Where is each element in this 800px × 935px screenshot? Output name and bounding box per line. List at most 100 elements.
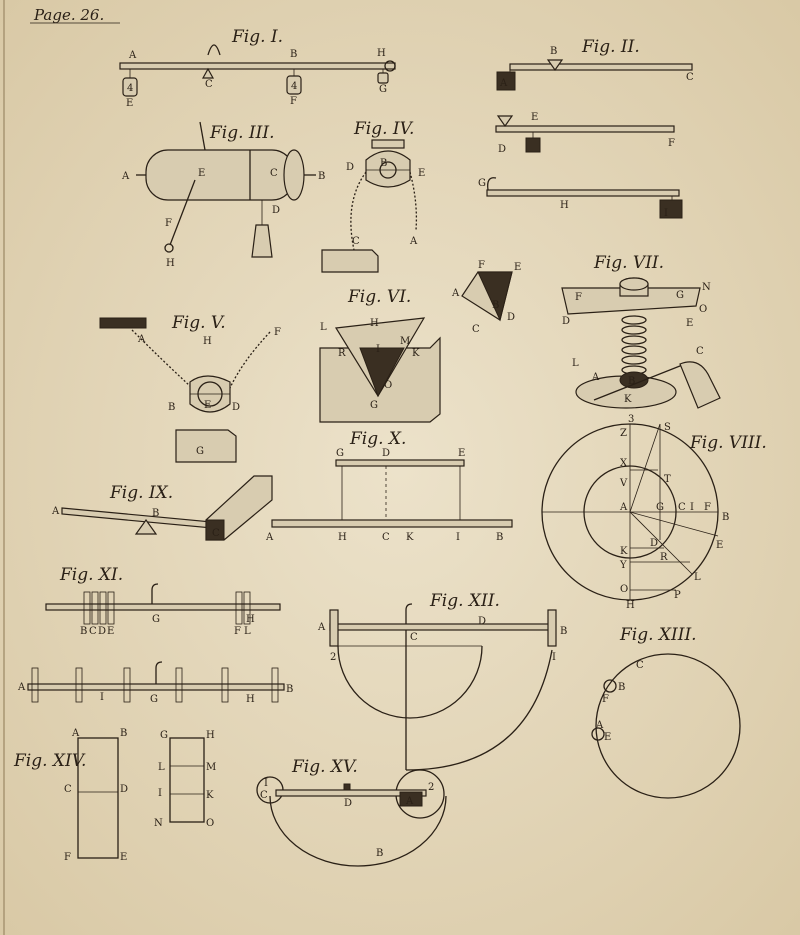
label: C — [696, 346, 704, 357]
figure-2: Fig. II. B A C E D F G H I — [478, 37, 694, 219]
figure-14-lever: A B I G H — [17, 661, 293, 705]
label: E — [418, 168, 425, 179]
figure-3: Fig. III. A E C B F D H — [121, 121, 325, 269]
label: A — [51, 506, 60, 517]
label: B — [560, 626, 567, 637]
figure-15: Fig. XV. I C D A 2 B — [256, 757, 447, 867]
label: H — [560, 200, 569, 211]
label: B — [120, 728, 127, 739]
figure-8: Fig. VIII. 3 S Z X T V A G C I F B D E R… — [541, 414, 767, 611]
label: 4 — [127, 83, 133, 94]
figure-13: Fig. XIII. C B F A E — [591, 625, 741, 799]
label: C — [686, 72, 694, 83]
label: D — [562, 316, 570, 327]
label: O — [620, 584, 628, 595]
label: C — [64, 784, 72, 795]
label: V — [619, 478, 628, 489]
label: F — [602, 694, 609, 705]
label: F — [274, 327, 281, 338]
label: F — [575, 292, 582, 303]
label: I — [158, 788, 162, 799]
label: K — [206, 790, 214, 801]
label: D — [344, 798, 352, 809]
label: N — [702, 282, 711, 293]
label: D — [232, 402, 240, 413]
label: L — [158, 762, 165, 773]
figure-12: Fig. XII. A D B C 2 I — [317, 591, 567, 771]
fig14-title: Fig. XIV. — [13, 751, 86, 771]
label: F — [290, 96, 297, 107]
fig11-title: Fig. XI. — [59, 565, 123, 585]
label: B — [618, 682, 625, 693]
label: H — [370, 318, 379, 329]
label: C — [89, 626, 97, 637]
label: D — [98, 626, 106, 637]
label: C — [472, 324, 480, 335]
label: E — [126, 98, 133, 109]
label: H — [206, 730, 215, 741]
figure-14: Fig. XIV. A B C D E F G H I K L M N O — [13, 728, 216, 863]
label: H — [338, 532, 347, 543]
label: A — [405, 796, 414, 807]
figure-1: Fig. I. A B H C E 4 F 4 G — [119, 27, 396, 109]
label: G — [379, 84, 387, 95]
page-number: Page. 26. — [33, 6, 104, 24]
label: F — [478, 260, 485, 271]
label: C — [352, 236, 360, 247]
label: E — [120, 852, 127, 863]
label: B — [496, 532, 503, 543]
label: H — [377, 48, 386, 59]
label: E — [604, 732, 611, 743]
label: F — [704, 502, 711, 513]
label: A — [265, 532, 274, 543]
label: G — [676, 290, 684, 301]
label: A — [451, 288, 460, 299]
label: B — [376, 848, 383, 859]
label: C — [212, 528, 220, 539]
label: B — [492, 300, 499, 311]
label: G — [152, 614, 160, 625]
label: E — [198, 168, 205, 179]
figure-11: Fig. XI. B C D E G H F L — [45, 565, 281, 637]
label: C — [270, 168, 278, 179]
label: D — [382, 448, 390, 459]
label: I — [456, 532, 460, 543]
label: R — [660, 552, 668, 563]
label: B — [550, 46, 557, 57]
figure-5: Fig. V. A H F B E D G — [99, 313, 281, 463]
label: G — [478, 178, 486, 189]
fig15-title: Fig. XV. — [291, 757, 358, 777]
label: H — [203, 336, 212, 347]
fig1-title: Fig. I. — [231, 27, 283, 47]
figure-9: Fig. IX. A B C — [51, 475, 273, 541]
fig9-title: Fig. IX. — [109, 483, 173, 503]
label: G — [160, 730, 168, 741]
wedge-figure: F E A B C D — [451, 260, 521, 335]
label: D — [272, 205, 280, 216]
label: B — [168, 402, 175, 413]
fig7-title: Fig. VII. — [593, 253, 664, 273]
label: G — [656, 502, 664, 513]
label: R — [338, 348, 346, 359]
label: A — [619, 502, 628, 513]
label: D — [120, 784, 128, 795]
label: E — [204, 400, 211, 411]
label: G — [150, 694, 158, 705]
label: K — [620, 546, 628, 557]
label: 2 — [330, 652, 336, 663]
fig8-title: Fig. VIII. — [689, 433, 767, 453]
label: L — [244, 626, 251, 637]
label: 2 — [428, 782, 434, 793]
label: 3 — [628, 414, 634, 425]
figure-6: Fig. VI. H L R I M K O G — [319, 287, 441, 423]
label: G — [370, 400, 378, 411]
label: O — [206, 818, 214, 829]
label: Y — [619, 560, 627, 571]
label: B — [80, 626, 87, 637]
label: F — [234, 626, 241, 637]
label: F — [165, 218, 172, 229]
label: G — [336, 448, 344, 459]
label: C — [410, 632, 418, 643]
label: L — [694, 572, 701, 583]
